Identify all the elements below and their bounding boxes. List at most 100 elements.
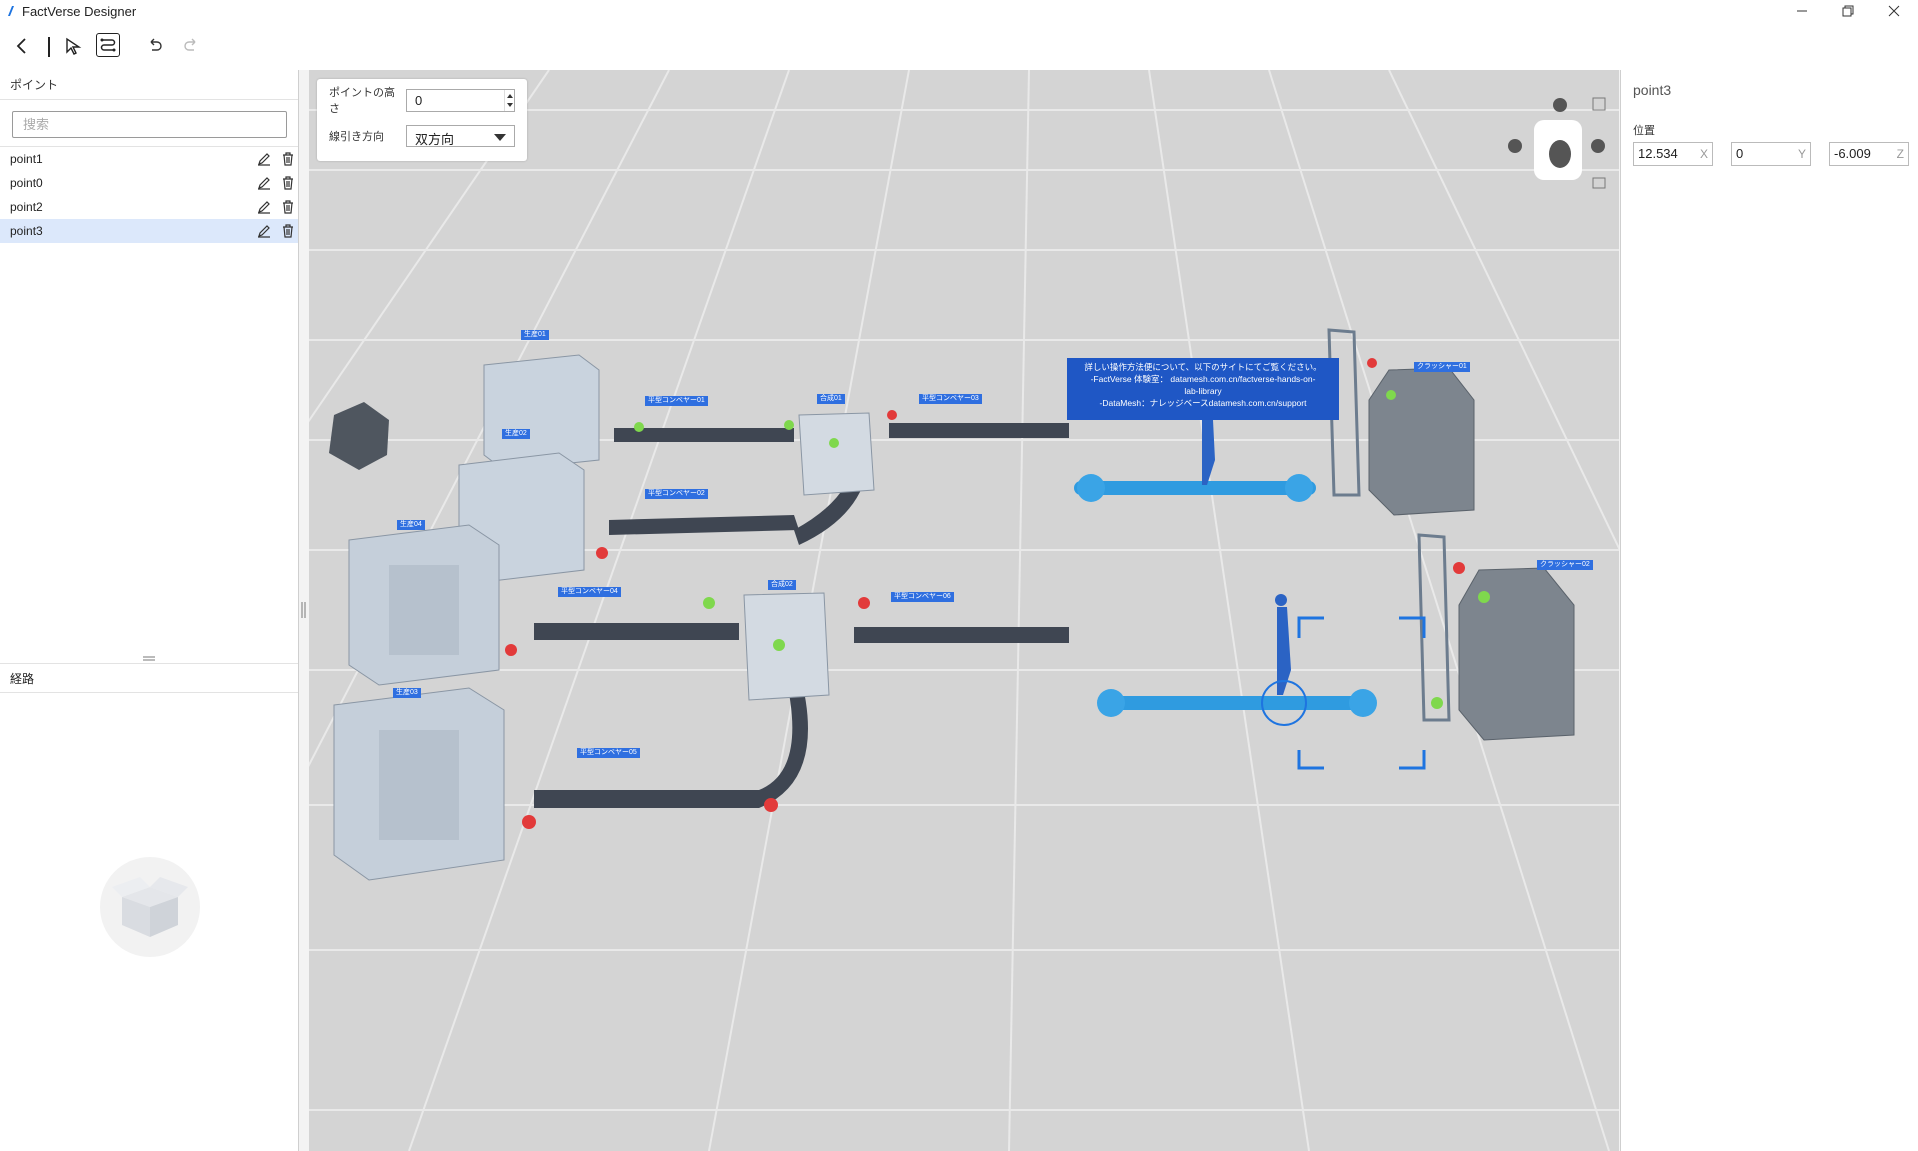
object-label[interactable]: 生産01 — [521, 330, 549, 340]
production-machines — [333, 354, 600, 881]
point-options-panel: ポイントの高さ 0 線引き方向 双方向 — [317, 79, 527, 161]
object-label[interactable]: 合成01 — [817, 394, 845, 404]
edit-icon[interactable] — [256, 151, 272, 167]
info-line: lab-library — [1184, 386, 1222, 396]
object-label[interactable]: 生産02 — [502, 429, 530, 439]
maximize-button[interactable] — [1826, 0, 1870, 22]
position-y-value: 0 — [1736, 146, 1744, 161]
trash-icon[interactable] — [280, 223, 296, 239]
info-board: 詳しい操作方法便について、以下のサイトにてご覧ください。 -FactVerse … — [1067, 358, 1339, 420]
merge-stations — [743, 412, 875, 701]
point-name: point1 — [10, 152, 43, 166]
toolbar — [0, 22, 1918, 70]
edit-icon[interactable] — [256, 199, 272, 215]
route-panel-title: 経路 — [0, 663, 298, 693]
info-line: -FactVerse 体験室： datamesh.com.cn/factvers… — [1090, 374, 1316, 384]
object-label[interactable]: クラッシャー02 — [1537, 560, 1593, 570]
drag-handle-icon — [301, 602, 306, 618]
restore-icon — [1842, 5, 1854, 17]
walk-paths — [1074, 474, 1377, 717]
point-list-item[interactable]: point2 — [0, 195, 298, 219]
route-icon — [100, 38, 116, 52]
minimize-button[interactable] — [1780, 0, 1824, 22]
line-direction-value: 双方向 — [415, 132, 455, 147]
app-logo-icon — [8, 6, 14, 16]
close-icon — [1888, 5, 1900, 17]
point-list-item[interactable]: point1 — [0, 147, 298, 171]
point-list: point1 point0 point2 point3 — [0, 146, 298, 243]
point-list-item[interactable]: point0 — [0, 171, 298, 195]
select-tool-button[interactable] — [60, 33, 86, 59]
trash-icon[interactable] — [280, 151, 296, 167]
object-label[interactable]: 生産03 — [393, 688, 421, 698]
empty-box-icon — [100, 857, 200, 957]
redo-icon — [184, 38, 196, 51]
line-direction-select[interactable]: 双方向 — [406, 125, 515, 147]
panel-splitter[interactable] — [0, 653, 298, 663]
point-height-input[interactable]: 0 — [406, 89, 515, 112]
floor-grid — [309, 70, 1619, 1151]
search-input[interactable] — [12, 111, 287, 138]
object-label[interactable]: 平型コンベヤー03 — [919, 394, 982, 404]
info-line: 詳しい操作方法便について、以下のサイトにてご覧ください。 — [1084, 362, 1322, 372]
workers — [1201, 389, 1291, 695]
selection-gizmo — [1261, 616, 1426, 770]
point-name: point0 — [10, 176, 43, 190]
object-label[interactable]: クラッシャー01 — [1414, 362, 1470, 372]
view-cube[interactable] — [1508, 97, 1606, 189]
material-balls — [505, 358, 1490, 829]
position-x-value: 12.534 — [1638, 146, 1678, 161]
position-x-field[interactable]: 12.534 X — [1633, 142, 1713, 166]
3d-viewport[interactable]: 詳しい操作方法便について、以下のサイトにてご覧ください。 -FactVerse … — [309, 70, 1619, 1151]
point-list-item-selected[interactable]: point3 — [0, 219, 298, 243]
toolbar-divider — [48, 37, 50, 57]
edit-icon[interactable] — [256, 223, 272, 239]
trash-icon[interactable] — [280, 175, 296, 191]
drag-handle-icon — [143, 656, 155, 660]
title-bar: FactVerse Designer — [0, 0, 1918, 22]
info-line: -DataMesh：ナレッジベースdatamesh.com.cn/support — [1099, 398, 1307, 408]
z-axis-label: Z — [1896, 147, 1904, 161]
back-button[interactable] — [9, 33, 35, 59]
position-z-field[interactable]: -6.009 Z — [1829, 142, 1909, 166]
position-label: 位置 — [1633, 125, 1655, 137]
app-title: FactVerse Designer — [22, 3, 137, 19]
object-label[interactable]: 合成02 — [768, 580, 796, 590]
conveyors — [534, 423, 1069, 808]
factory-scene — [309, 70, 1619, 1151]
redo-button[interactable] — [178, 33, 204, 59]
height-spinner[interactable] — [504, 90, 514, 111]
point-name: point2 — [10, 200, 43, 214]
minimize-icon — [1797, 10, 1807, 12]
crushers — [1327, 328, 1575, 741]
cursor-icon — [66, 37, 82, 55]
object-label[interactable]: 平型コンベヤー06 — [891, 592, 954, 602]
points-panel-title: ポイント — [0, 70, 298, 100]
object-label[interactable]: 平型コンベヤー01 — [645, 396, 708, 406]
point-height-value: 0 — [415, 93, 423, 108]
undo-icon — [150, 38, 162, 51]
object-label[interactable]: 平型コンベヤー05 — [577, 748, 640, 758]
object-label[interactable]: 生産04 — [397, 520, 425, 530]
left-panel: ポイント point1 point0 point2 point3 経路 — [0, 70, 299, 1151]
object-label[interactable]: 平型コンベヤー02 — [645, 489, 708, 499]
chevron-down-icon — [494, 134, 506, 141]
vertical-resize-handle[interactable] — [301, 600, 307, 620]
camera-object — [329, 402, 389, 470]
trash-icon[interactable] — [280, 199, 296, 215]
selected-point-title: point3 — [1633, 82, 1672, 98]
spinner-arrows-icon — [507, 94, 513, 107]
y-axis-label: Y — [1797, 147, 1806, 161]
x-axis-label: X — [1699, 147, 1708, 161]
line-direction-label: 線引き方向 — [329, 131, 384, 143]
edit-icon[interactable] — [256, 175, 272, 191]
position-z-value: -6.009 — [1834, 146, 1871, 161]
undo-button[interactable] — [142, 33, 168, 59]
close-button[interactable] — [1872, 0, 1916, 22]
object-label[interactable]: 平型コンベヤー04 — [558, 587, 621, 597]
path-tool-button[interactable] — [96, 33, 120, 57]
chevron-left-icon — [16, 38, 26, 54]
point-name: point3 — [10, 224, 43, 238]
